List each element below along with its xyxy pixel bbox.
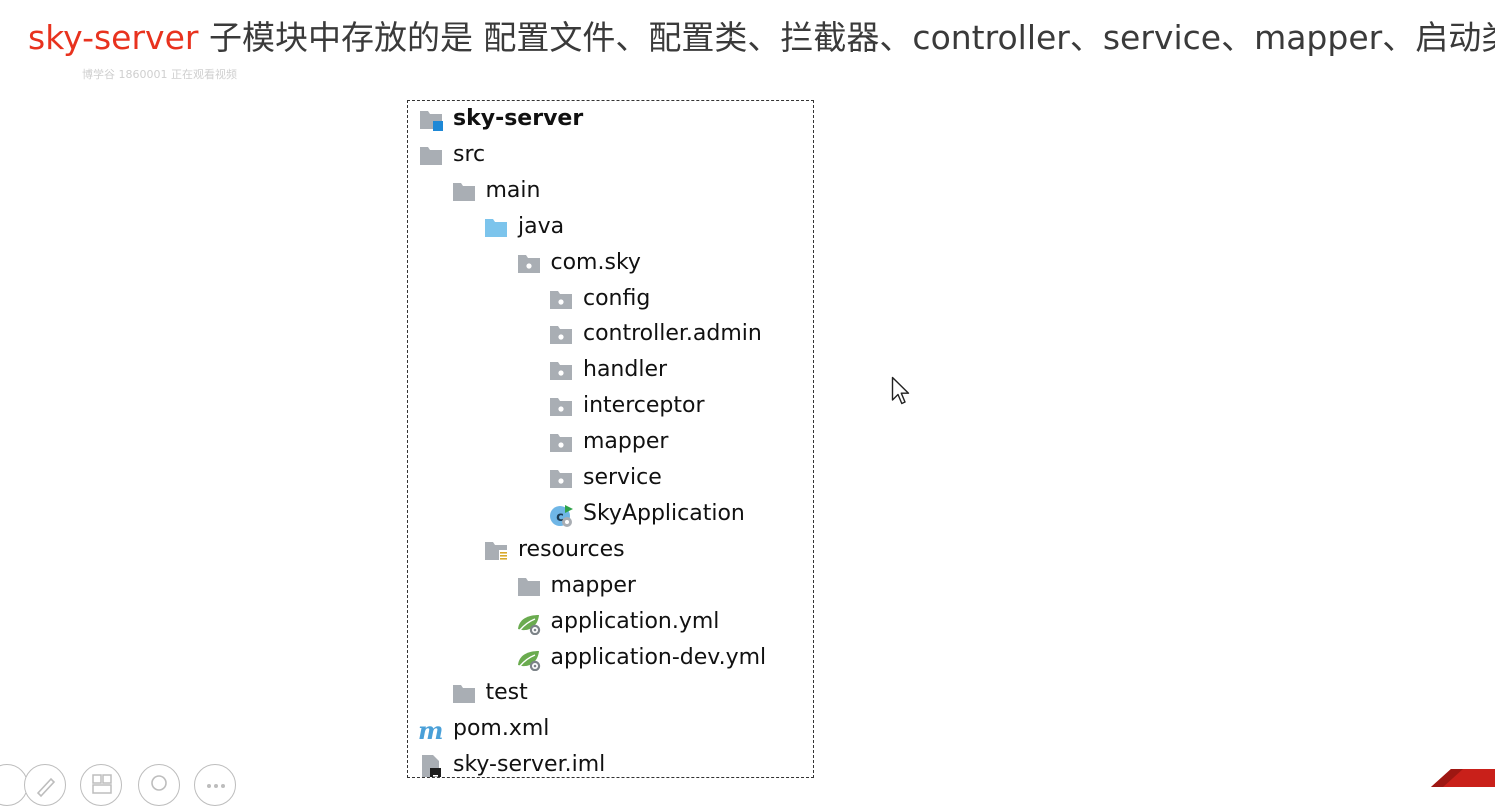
tree-item-label: controller.admin (583, 321, 762, 347)
package-icon (550, 326, 572, 345)
folder-icon (452, 685, 475, 704)
tree-item-label: sky-server (453, 106, 584, 131)
mouse-cursor-icon (891, 376, 910, 405)
tree-item-label: src (453, 141, 486, 167)
corner-logo-icon (1431, 769, 1495, 787)
video-watermark: 博学谷 1860001 正在观看视频 (82, 68, 237, 81)
spring-config-icon (517, 614, 540, 635)
tree-row[interactable]: main (408, 173, 813, 209)
maven-icon: m (418, 718, 443, 742)
package-icon (517, 254, 540, 273)
tree-row[interactable]: config (408, 281, 813, 317)
tree-row[interactable]: sky-server (408, 101, 813, 137)
tree-row[interactable]: m pom.xml (408, 711, 813, 747)
package-icon (550, 398, 572, 417)
tree-item-label: java (518, 213, 565, 239)
tree-item-label: application.yml (550, 608, 720, 634)
tree-row[interactable]: mapper (408, 568, 813, 604)
tree-item-label: sky-server.iml (453, 752, 606, 778)
tree-row[interactable]: application-dev.yml (408, 640, 813, 676)
heading-accent: sky-server (28, 18, 199, 57)
tree-item-label: main (485, 177, 541, 203)
svg-text:m: m (418, 718, 443, 742)
package-icon (550, 434, 572, 453)
project-tree: sky-server src main java com.sky config contro… (407, 100, 814, 778)
tree-row[interactable]: interceptor (408, 388, 813, 424)
resources-folder-icon (485, 541, 508, 562)
package-icon (550, 290, 572, 309)
tree-item-label: pom.xml (453, 716, 550, 742)
source-folder-icon (485, 218, 507, 237)
spring-config-icon (517, 650, 540, 671)
tree-item-label: mapper (583, 429, 669, 455)
pen-icon[interactable] (24, 764, 66, 806)
tree-item-label: handler (583, 357, 668, 383)
tree-item-label: mapper (550, 572, 636, 598)
tree-row[interactable]: mapper (408, 424, 813, 460)
playback-toolbar (0, 762, 266, 806)
package-icon (550, 470, 572, 488)
tree-row[interactable]: sky-server.iml (408, 747, 813, 778)
grid-icon[interactable] (80, 764, 122, 806)
tree-row[interactable]: c SkyApplication (408, 496, 813, 532)
tree-row[interactable]: service (408, 460, 813, 496)
folder-icon (517, 577, 540, 596)
tree-item-label: config (583, 285, 651, 311)
tree-row[interactable]: application.yml (408, 604, 813, 640)
tree-row[interactable]: java (408, 209, 813, 245)
tree-item-label: SkyApplication (583, 500, 745, 526)
svg-text:c: c (556, 510, 564, 525)
more-icon[interactable] (194, 764, 236, 806)
tree-row[interactable]: handler (408, 352, 813, 388)
spring-boot-class-icon: c (550, 504, 573, 527)
folder-icon (420, 146, 442, 165)
module-folder-icon (420, 111, 443, 131)
tree-item-label: test (485, 680, 528, 706)
tree-row[interactable]: com.sky (408, 245, 813, 281)
heading-rest: 子模块中存放的是 配置文件、配置类、拦截器、controller、service… (198, 18, 1495, 57)
slide-heading: sky-server 子模块中存放的是 配置文件、配置类、拦截器、control… (28, 14, 1495, 62)
tree-row[interactable]: src (408, 137, 813, 173)
iml-file-icon (422, 755, 441, 777)
tree-item-label: interceptor (583, 393, 705, 419)
tree-item-label: com.sky (550, 249, 641, 275)
tree-row[interactable]: test (408, 675, 813, 711)
tree-item-label: application-dev.yml (550, 644, 767, 670)
folder-icon (452, 182, 475, 201)
tree-row[interactable]: resources (408, 532, 813, 568)
tree-row[interactable]: controller.admin (408, 316, 813, 352)
zoom-icon[interactable] (138, 764, 180, 806)
package-icon (550, 362, 572, 381)
tree-item-label: service (583, 465, 662, 490)
tree-item-label: resources (518, 536, 625, 562)
